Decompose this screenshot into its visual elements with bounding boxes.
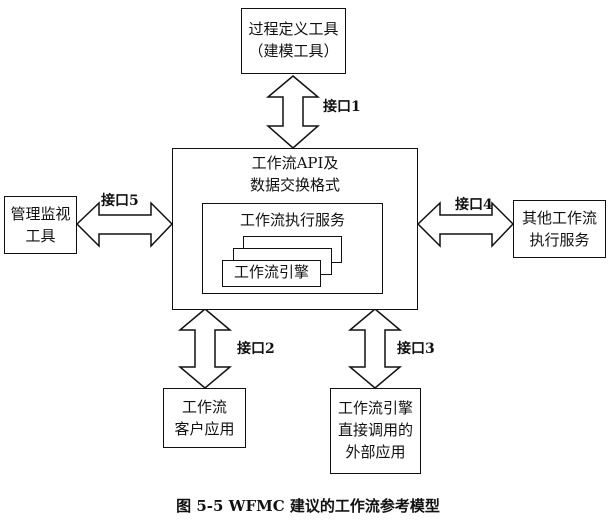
workflow-engine-label: 工作流引擎: [233, 263, 309, 281]
interface-3-label: 接口3: [397, 341, 435, 357]
workflow-enactment-service-title: 工作流执行服务: [239, 211, 345, 229]
interface-5-label: 接口5: [101, 193, 139, 209]
workflow-client-application-line1: 工作流: [181, 398, 227, 416]
process-definition-tool-line1: 过程定义工具: [248, 20, 339, 38]
other-enactment-services-box: [513, 200, 606, 258]
admin-monitoring-tool-box: [4, 196, 77, 254]
invoked-applications-line2: 直接调用的: [337, 421, 413, 439]
interface-2-label: 接口2: [237, 341, 275, 357]
interface-4-label: 接口4: [455, 197, 493, 213]
process-definition-tool-line2: （建模工具）: [248, 42, 339, 60]
interface-1-label: 接口1: [323, 99, 361, 115]
figure-caption: 图 5-5 WFMC 建议的工作流参考模型: [176, 497, 440, 515]
invoked-applications-line1: 工作流引擎: [337, 399, 413, 417]
workflow-api-line1: 工作流API及: [251, 154, 339, 172]
process-definition-tool-box: [241, 8, 346, 74]
admin-monitoring-tool-line1: 管理监视: [10, 205, 71, 223]
interface-2-arrow: [177, 308, 233, 389]
workflow-api-line2: 数据交换格式: [249, 176, 340, 194]
workflow-engine-box: [222, 260, 321, 287]
other-enactment-services-line1: 其他工作流: [521, 209, 597, 227]
workflow-client-application-line2: 客户应用: [174, 420, 235, 438]
invoked-applications-line3: 外部应用: [345, 443, 406, 461]
interface-3-arrow: [347, 308, 403, 389]
workflow-client-application-box: [163, 388, 246, 448]
admin-monitoring-tool-line2: 工具: [25, 227, 56, 245]
invoked-applications-box: [330, 388, 421, 474]
other-enactment-services-line2: 执行服务: [529, 231, 590, 249]
interface-1-arrow: [265, 75, 321, 149]
